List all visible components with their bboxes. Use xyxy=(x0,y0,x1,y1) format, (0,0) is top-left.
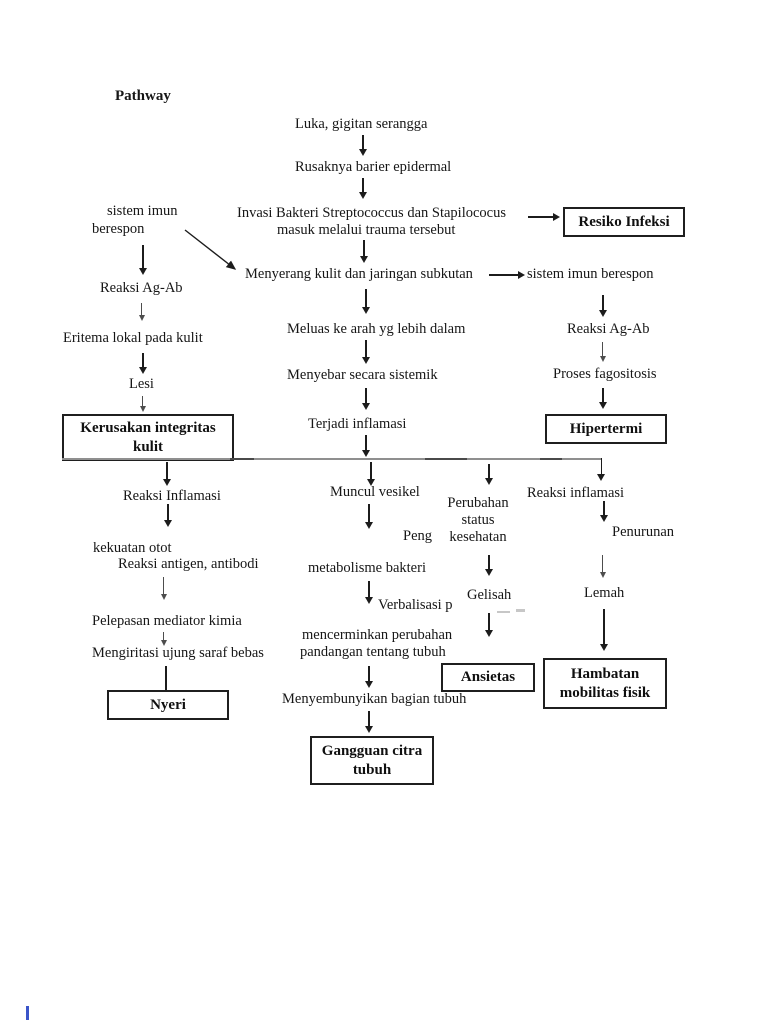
node-rusaknya: Rusaknya barier epidermal xyxy=(295,159,452,175)
divider-line-segment xyxy=(230,458,254,460)
diagnosis-box-hipertermi: Hipertermi xyxy=(545,414,667,444)
arrow-down xyxy=(363,240,365,257)
arrow-down xyxy=(365,289,367,308)
diagnosis-label: Nyeri xyxy=(150,696,186,713)
node-menyebar: Menyebar secara sistemik xyxy=(287,367,438,383)
arrow-down xyxy=(488,464,490,479)
divider-line-segment xyxy=(540,458,562,460)
arrow-down xyxy=(362,178,364,193)
arrow-down xyxy=(163,632,164,640)
node-mencerminkan-line1: mencerminkan perubahan xyxy=(302,627,453,643)
node-lesi: Lesi xyxy=(129,376,154,392)
node-peng-partial: Peng xyxy=(403,528,432,544)
diagnosis-label: Hambatan mobilitas fisik xyxy=(559,665,651,701)
arrow-down xyxy=(602,388,604,403)
arrow-down xyxy=(165,666,167,693)
node-verbalisasi-partial: Verbalisasi p xyxy=(378,597,453,613)
diagnosis-label: Hipertermi xyxy=(569,420,643,437)
node-reaksi-inflamasi-kiri: Reaksi Inflamasi xyxy=(123,488,221,504)
diagnosis-label: Ansietas xyxy=(460,669,516,685)
node-invasi-line2: masuk melalui trauma tersebut xyxy=(277,222,456,238)
arrow-down xyxy=(603,609,605,645)
node-metabolisme: metabolisme bakteri xyxy=(308,560,426,576)
node-mengiritasi: Mengiritasi ujung saraf bebas xyxy=(92,645,264,661)
arrow-down xyxy=(365,340,367,358)
arrow-down xyxy=(603,501,605,516)
arrow-down xyxy=(167,504,169,521)
divider-line-segment xyxy=(425,458,467,460)
arrow-down xyxy=(166,462,168,480)
arrow-diagonal xyxy=(184,229,237,270)
node-luka: Luka, gigitan serangga xyxy=(295,116,428,132)
arrow-down xyxy=(142,245,144,269)
node-penurunan: Penurunan xyxy=(612,524,675,540)
node-mencerminkan-line2: pandangan tentang tubuh xyxy=(300,644,446,660)
node-eritema: Eritema lokal pada kulit xyxy=(63,330,203,346)
node-meluas: Meluas ke arah yg lebih dalam xyxy=(287,321,466,337)
arrow-down xyxy=(602,555,603,572)
diagnosis-box-gangguan-citra: Gangguan citra tubuh xyxy=(310,736,434,785)
diagnosis-box-kerusakan-integritas: Kerusakan integritas kulit xyxy=(62,414,234,461)
node-menyerang: Menyerang kulit dan jaringan subkutan xyxy=(245,266,473,282)
node-pelepasan: Pelepasan mediator kimia xyxy=(92,613,242,629)
node-gelisah: Gelisah xyxy=(467,587,512,603)
arrow-down xyxy=(370,462,372,480)
arrow-down xyxy=(141,303,142,315)
arrow-right xyxy=(528,216,554,218)
node-perubahan-status: Perubahan status kesehatan xyxy=(447,495,509,545)
diagnosis-box-resiko-infeksi: Resiko Infeksi xyxy=(563,207,685,237)
node-kekuatan-otot: kekuatan otot xyxy=(93,540,172,556)
arrow-down xyxy=(142,396,143,406)
node-muncul-vesikel: Muncul vesikel xyxy=(330,484,420,500)
arrow-down xyxy=(600,458,602,475)
divider-line xyxy=(62,458,601,460)
text-cursor xyxy=(26,1006,29,1020)
arrow-down xyxy=(362,135,364,150)
diagnosis-label: Kerusakan integritas kulit xyxy=(80,419,216,455)
arrow-down xyxy=(488,555,490,570)
node-reaksi-antigen: Reaksi antigen, antibodi xyxy=(118,556,259,572)
arrow-right xyxy=(489,274,519,276)
node-proses-fagositosis: Proses fagositosis xyxy=(553,366,657,382)
diagnosis-label: Resiko Infeksi xyxy=(578,213,670,230)
diagnosis-box-nyeri: Nyeri xyxy=(107,690,229,720)
arrow-down xyxy=(365,435,367,451)
erased-text-artifact xyxy=(516,609,525,612)
node-menyembunyikan: Menyembunyikan bagian tubuh xyxy=(282,691,467,707)
node-terjadi-inflamasi: Terjadi inflamasi xyxy=(308,416,407,432)
diagnosis-box-hambatan-mobilitas: Hambatan mobilitas fisik xyxy=(543,658,667,709)
arrow-down xyxy=(368,581,370,598)
diagnosis-label: Gangguan citra tubuh xyxy=(321,742,423,778)
diagnosis-box-ansietas: Ansietas xyxy=(441,663,535,692)
node-sistem-imun-kiri-1: sistem imun xyxy=(107,203,178,219)
node-sistem-imun-kiri-2: berespon xyxy=(92,221,145,237)
arrow-down xyxy=(602,342,603,356)
node-invasi-line1: Invasi Bakteri Streptococcus dan Stapilo… xyxy=(237,205,506,221)
node-lemah: Lemah xyxy=(584,585,625,601)
node-reaksi-agab-kanan: Reaksi Ag-Ab xyxy=(567,321,650,337)
arrow-down xyxy=(365,388,367,404)
page-title: Pathway xyxy=(115,88,171,104)
erased-text-artifact xyxy=(497,611,510,613)
node-reaksi-agab-kiri: Reaksi Ag-Ab xyxy=(100,280,183,296)
arrow-down xyxy=(488,613,490,631)
arrow-down xyxy=(368,504,370,523)
arrow-down xyxy=(368,666,370,682)
arrow-down xyxy=(163,577,164,594)
arrow-down xyxy=(142,353,144,368)
arrow-down xyxy=(368,711,370,727)
node-reaksi-inflamasi-kanan: Reaksi inflamasi xyxy=(527,485,625,501)
node-sistem-imun-kanan: sistem imun berespon xyxy=(527,266,654,282)
arrow-down xyxy=(602,295,604,311)
